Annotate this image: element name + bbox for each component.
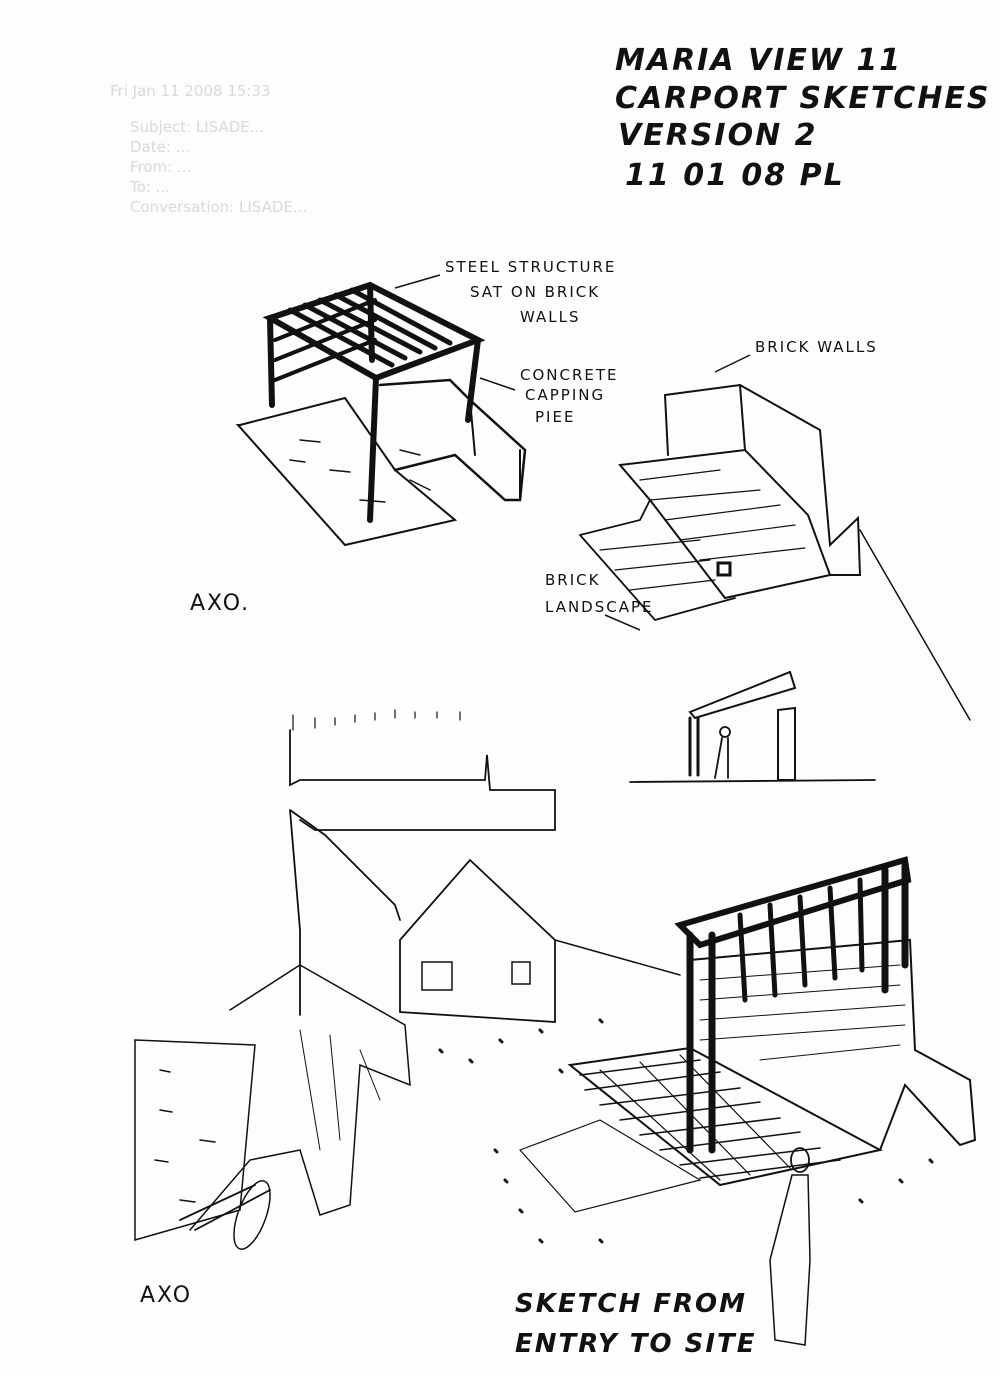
svg-text:PIEE: PIEE <box>535 408 575 426</box>
svg-text:BRICK WALLS: BRICK WALLS <box>755 338 878 356</box>
title-line-3: VERSION 2 <box>618 118 818 153</box>
annotation-brick-landscape: BRICK LANDSCAPE <box>545 571 654 631</box>
svg-text:SKETCH FROM: SKETCH FROM <box>515 1289 747 1319</box>
svg-text:To: ...: To: ... <box>129 178 170 196</box>
annotation-concrete: CONCRETE CAPPING PIEE <box>479 366 619 426</box>
carport-perspective <box>438 856 977 1346</box>
svg-text:CAPPING: CAPPING <box>525 386 605 404</box>
brick-walls-sketch <box>579 383 971 721</box>
svg-text:BRICK: BRICK <box>545 571 600 589</box>
title-line-4: 11 01 08 PL <box>625 158 845 193</box>
svg-text:LANDSCAPE: LANDSCAPE <box>545 598 654 616</box>
axo-carport-top <box>235 281 527 547</box>
ghost-text: Fri Jan 11 2008 15:33 Subject: LISADE...… <box>110 82 307 216</box>
svg-text:Conversation: LISADE...: Conversation: LISADE... <box>130 198 307 216</box>
svg-text:Date: ...: Date: ... <box>130 138 190 156</box>
annotation-brick-walls: BRICK WALLS <box>714 338 878 373</box>
annotation-entry: SKETCH FROM ENTRY TO SITE <box>515 1289 757 1359</box>
annotation-steel: STEEL STRUCTURE SAT ON BRICK WALLS <box>394 258 616 326</box>
svg-text:SAT ON BRICK: SAT ON BRICK <box>470 283 600 301</box>
svg-text:Fri Jan 11 2008 15:33: Fri Jan 11 2008 15:33 <box>110 82 271 100</box>
title-line-1: MARIA VIEW 11 <box>615 43 902 78</box>
svg-text:WALLS: WALLS <box>520 308 581 326</box>
svg-text:CONCRETE: CONCRETE <box>520 366 619 384</box>
svg-text:From: ...: From: ... <box>130 158 191 176</box>
axo-label-top: AXO. <box>190 591 250 616</box>
section-sketch <box>629 670 876 783</box>
title-line-2: CARPORT SKETCHES <box>615 81 991 116</box>
axo-site-bottom <box>134 709 681 1250</box>
svg-text:ENTRY TO SITE: ENTRY TO SITE <box>515 1329 757 1359</box>
svg-text:STEEL STRUCTURE: STEEL STRUCTURE <box>445 258 616 276</box>
axo-label-bottom: AXO <box>140 1283 192 1308</box>
svg-text:Subject: LISADE...: Subject: LISADE... <box>130 118 264 136</box>
title-block: MARIA VIEW 11 CARPORT SKETCHES VERSION 2… <box>615 43 991 193</box>
